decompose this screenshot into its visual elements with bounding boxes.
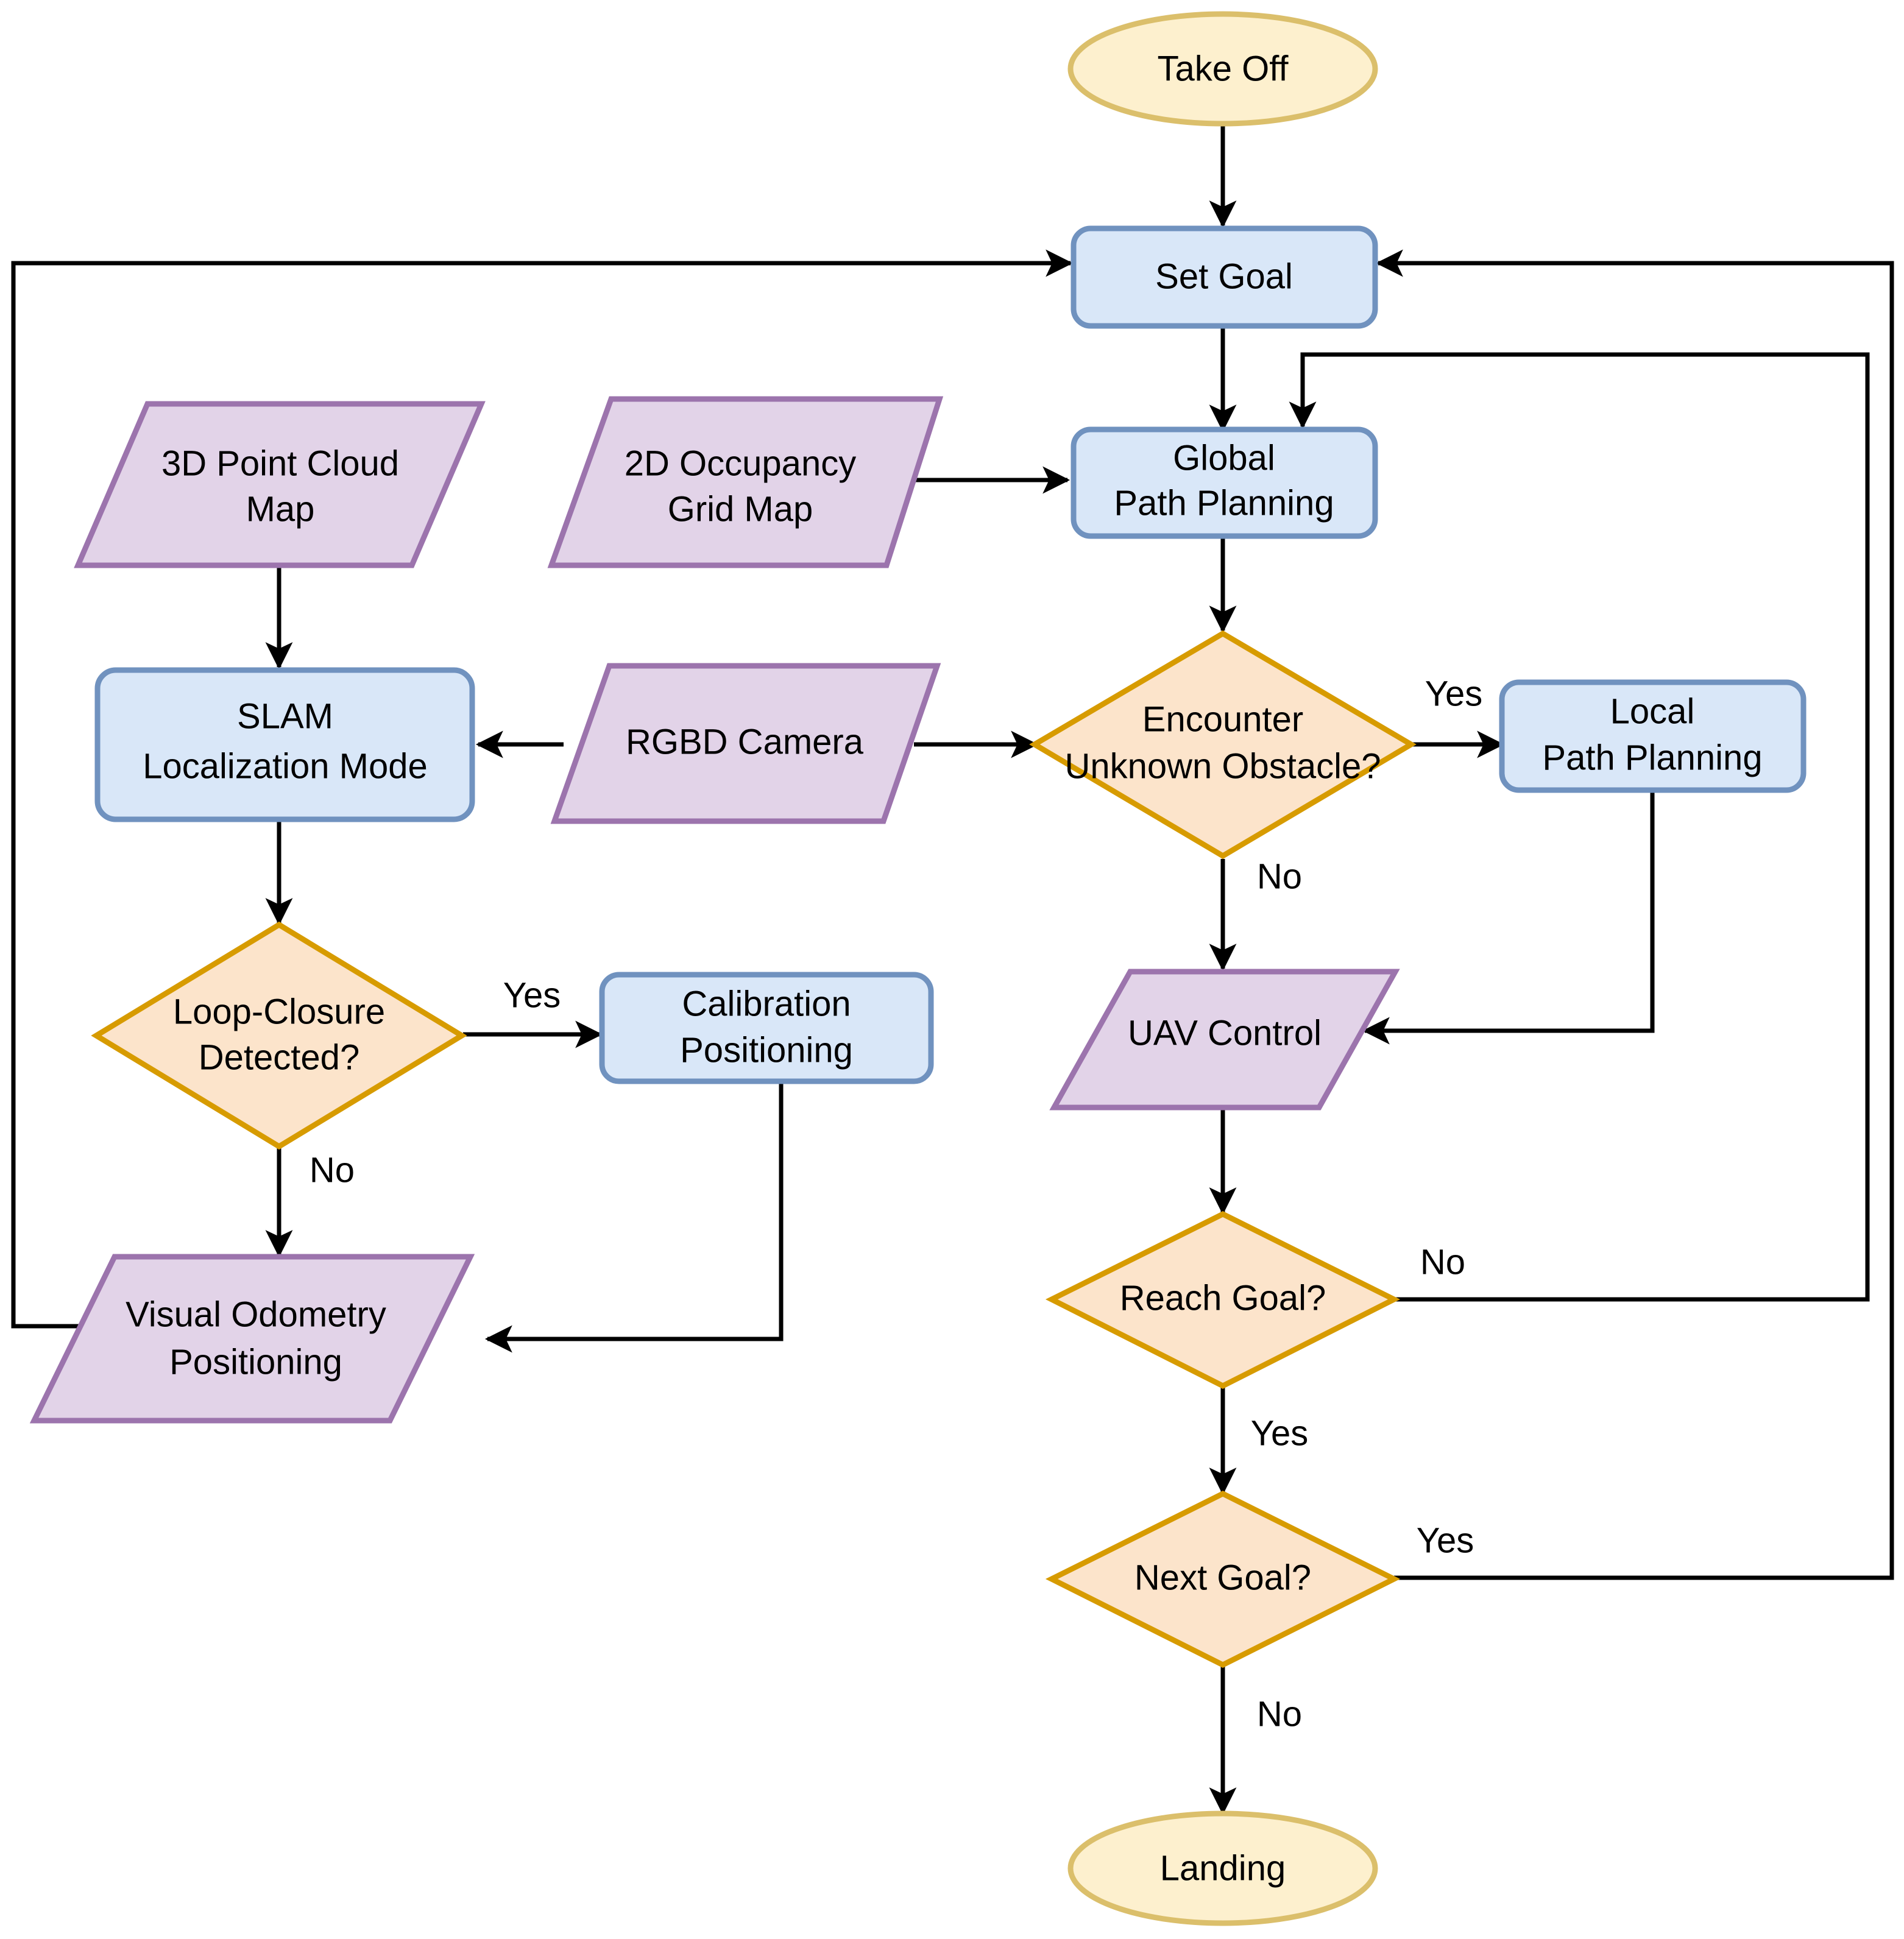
node-rgbd-camera[interactable]: RGBD Camera	[550, 663, 941, 824]
node-next-goal[interactable]: Next Goal?	[1045, 1490, 1401, 1669]
edge-label-nextgoal-yes: Yes	[1417, 1520, 1474, 1560]
node-slam-localization-mode-label-line2: Localization Mode	[143, 746, 428, 786]
node-uav-control-label: UAV Control	[1128, 1013, 1322, 1053]
node-uav-control[interactable]: UAV Control	[1049, 969, 1400, 1111]
node-slam-localization-mode-label-line1: SLAM	[237, 696, 333, 736]
node-reach-goal[interactable]: Reach Goal?	[1045, 1210, 1401, 1390]
edge-label-encounter-no: No	[1257, 856, 1302, 896]
node-take-off[interactable]: Take Off	[1067, 11, 1378, 127]
node-loop-closure-detected[interactable]: Loop-Closure Detected?	[91, 921, 467, 1150]
node-global-path-planning-label-line2: Path Planning	[1114, 483, 1334, 523]
node-encounter-unknown-obstacle[interactable]: Encounter Unknown Obstacle?	[1029, 630, 1417, 860]
node-global-path-planning[interactable]: Global Path Planning	[1071, 426, 1378, 539]
edge-label-reachgoal-yes: Yes	[1251, 1413, 1309, 1453]
edge-label-nextgoal-no: No	[1257, 1694, 1302, 1734]
edge-visualodometry-to-setgoal	[11, 249, 1074, 1329]
edge-label-loopclosure-yes: Yes	[503, 975, 561, 1015]
node-rgbd-camera-label: RGBD Camera	[626, 722, 864, 761]
node-local-path-planning-label-line1: Local	[1610, 691, 1695, 731]
edge-localpath-to-uavcontrol	[1362, 790, 1655, 1045]
node-2d-occupancy-grid-map[interactable]: 2D Occupancy Grid Map	[547, 396, 944, 568]
node-loop-closure-detected-label-line1: Loop-Closure	[173, 992, 385, 1031]
edge-nextgoal-yes-to-setgoal	[1375, 249, 1894, 1580]
node-visual-odometry-positioning-label-line2: Positioning	[169, 1342, 342, 1382]
node-set-goal[interactable]: Set Goal	[1071, 225, 1378, 329]
node-local-path-planning[interactable]: Local Path Planning	[1499, 679, 1807, 793]
node-set-goal-label: Set Goal	[1155, 256, 1293, 296]
node-calibration-positioning-label-line2: Positioning	[680, 1030, 853, 1070]
node-local-path-planning-label-line2: Path Planning	[1542, 738, 1762, 777]
node-landing[interactable]: Landing	[1067, 1810, 1378, 1926]
node-2d-occupancy-grid-map-label-line1: 2D Occupancy	[625, 443, 856, 483]
node-visual-odometry-positioning[interactable]: Visual Odometry Positioning	[29, 1254, 475, 1424]
node-reach-goal-label: Reach Goal?	[1120, 1278, 1326, 1318]
node-encounter-unknown-obstacle-label-line2: Unknown Obstacle?	[1064, 746, 1381, 786]
node-visual-odometry-positioning-label-line1: Visual Odometry	[126, 1294, 386, 1334]
node-encounter-unknown-obstacle-label-line1: Encounter	[1142, 699, 1303, 739]
edge-label-encounter-yes: Yes	[1425, 674, 1483, 713]
edge-label-reachgoal-no: No	[1420, 1242, 1465, 1282]
node-global-path-planning-label-line1: Global	[1173, 438, 1275, 478]
node-loop-closure-detected-label-line2: Detected?	[199, 1037, 359, 1077]
node-3d-point-cloud-map-label-line2: Map	[246, 489, 315, 529]
node-landing-label: Landing	[1160, 1848, 1286, 1888]
node-3d-point-cloud-map[interactable]: 3D Point Cloud Map	[74, 401, 486, 568]
node-slam-localization-mode[interactable]: SLAM Localization Mode	[94, 667, 475, 822]
node-2d-occupancy-grid-map-label-line2: Grid Map	[668, 489, 813, 529]
node-calibration-positioning[interactable]: Calibration Positioning	[599, 972, 934, 1084]
edge-label-loopclosure-no: No	[310, 1150, 355, 1190]
edge-calibration-to-visualodometry	[484, 1081, 784, 1353]
node-calibration-positioning-label-line1: Calibration	[682, 984, 851, 1023]
node-3d-point-cloud-map-label-line1: 3D Point Cloud	[161, 443, 399, 483]
node-next-goal-label: Next Goal?	[1134, 1558, 1311, 1597]
edge-reachgoal-no-to-globalpath	[1289, 352, 1870, 1302]
node-take-off-label: Take Off	[1158, 49, 1289, 88]
